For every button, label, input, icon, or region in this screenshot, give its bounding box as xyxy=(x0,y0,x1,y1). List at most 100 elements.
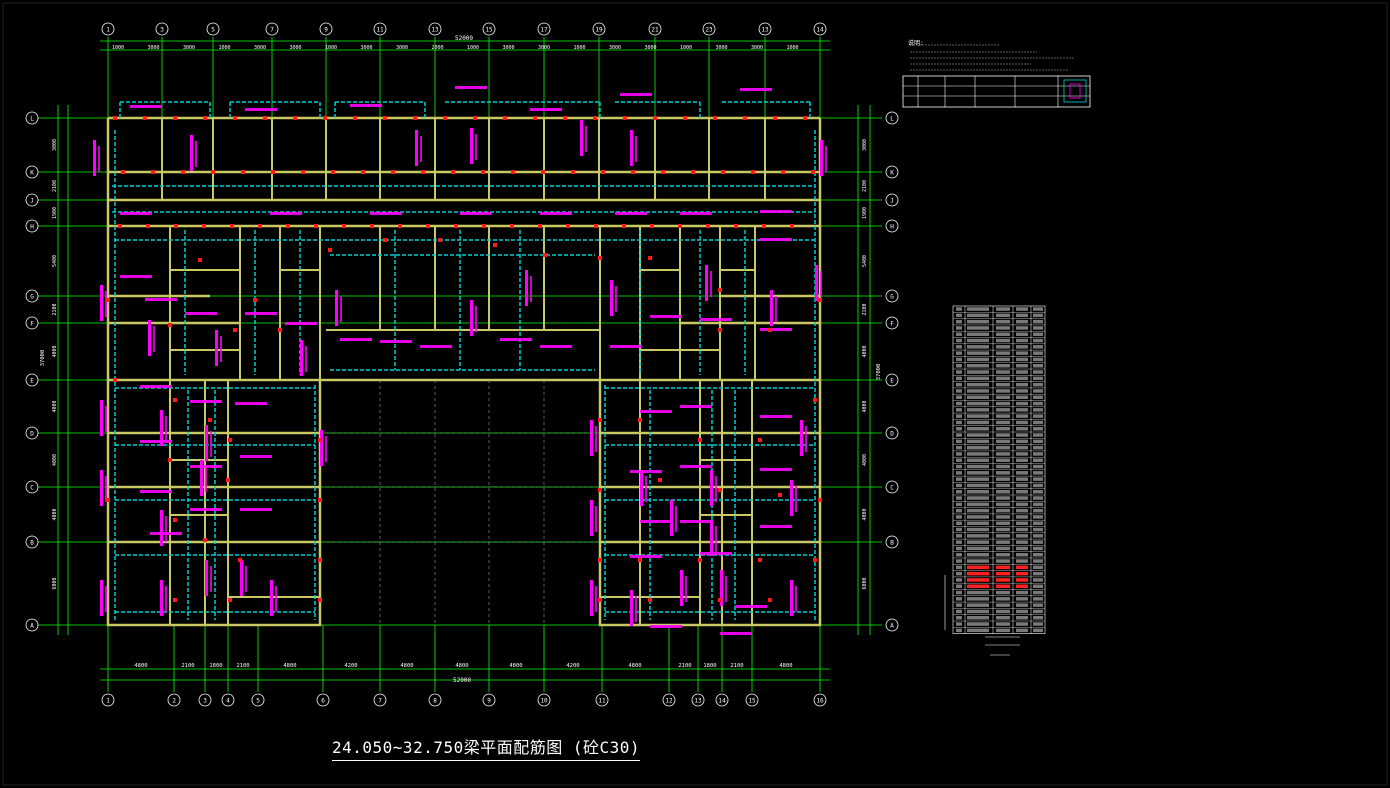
beam-label-vertical xyxy=(220,336,222,362)
floor-table-cell xyxy=(956,313,962,318)
floor-table-cell xyxy=(996,338,1010,343)
beam-label-vertical xyxy=(635,596,637,622)
floor-table-cell xyxy=(1016,578,1028,582)
beam-label-vertical xyxy=(245,566,247,592)
floor-table-cell xyxy=(996,345,1010,349)
rebar-mark xyxy=(241,170,245,174)
floor-table-cell xyxy=(967,590,989,595)
bottom-axis-label: 12 xyxy=(665,698,673,705)
floor-table-cell xyxy=(967,628,989,633)
rebar-mark xyxy=(718,328,722,332)
floor-table-cell xyxy=(996,401,1010,406)
floor-table-cell xyxy=(1033,458,1043,462)
beam-label-vertical xyxy=(160,580,163,616)
floor-table-cell xyxy=(967,603,989,607)
floor-table-cell xyxy=(967,597,989,601)
left-row-label: B xyxy=(30,540,34,547)
floor-table-cell xyxy=(1016,382,1028,387)
beam-label-vertical xyxy=(105,476,107,502)
floor-table-cell xyxy=(1016,584,1028,588)
beam-label-horizontal xyxy=(140,490,172,493)
beam-label-horizontal xyxy=(760,328,792,331)
rebar-mark xyxy=(768,328,772,332)
top-dim-value: 1000 xyxy=(218,45,230,51)
rebar-marks xyxy=(106,116,822,602)
floor-table-cell xyxy=(1033,609,1043,614)
right-row-bubble xyxy=(885,535,899,549)
beam-label-vertical xyxy=(710,520,713,556)
floor-table-cell xyxy=(967,452,989,456)
beam-label-horizontal xyxy=(270,212,302,215)
beam-label-horizontal xyxy=(630,470,662,473)
rebar-mark xyxy=(541,170,545,174)
beam-label-vertical xyxy=(820,271,822,297)
floor-table-cell xyxy=(956,395,962,399)
rebar-mark xyxy=(413,116,417,120)
floor-table-cell xyxy=(1016,571,1028,576)
rebar-mark xyxy=(203,116,207,120)
rebar-mark xyxy=(713,116,717,120)
floor-table-cell xyxy=(1016,439,1028,444)
top-axis-label: 5 xyxy=(211,27,215,34)
floor-table-cell xyxy=(996,534,1010,538)
beam-label-horizontal xyxy=(615,212,647,215)
rebar-mark xyxy=(778,493,782,497)
rebar-mark xyxy=(323,116,327,120)
floor-table-cell xyxy=(1033,584,1043,588)
floor-table-cell xyxy=(1033,471,1043,475)
beam-label-vertical xyxy=(590,580,593,616)
beam-label-vertical xyxy=(165,516,167,542)
floor-table-cell xyxy=(967,332,989,336)
floor-table-cell xyxy=(967,445,989,450)
floor-table-cell xyxy=(1016,458,1028,462)
right-row-bubble xyxy=(885,111,899,125)
beam-label-vertical xyxy=(590,500,593,536)
floor-table-cell xyxy=(1033,521,1043,525)
beam-label-vertical xyxy=(815,265,818,301)
rebar-mark xyxy=(790,224,794,228)
top-total-dimension: 52000 xyxy=(455,35,473,42)
floor-table-cell xyxy=(956,439,962,444)
bottom-axis-bubble xyxy=(167,693,181,707)
floor-table-cell xyxy=(996,616,1010,620)
beam-label-vertical xyxy=(205,560,208,596)
top-axis-bubble xyxy=(101,22,115,36)
rebar-mark xyxy=(594,224,598,228)
floor-table-cell xyxy=(956,332,962,336)
left-dim-value: 4000 xyxy=(52,508,58,520)
top-axis-label: 23 xyxy=(705,27,713,34)
floor-table-cell xyxy=(1033,445,1043,450)
bottom-dim-value: 2100 xyxy=(678,663,691,669)
beam-label-vertical xyxy=(790,580,793,616)
left-row-bubble xyxy=(25,373,39,387)
left-dim-value: 1900 xyxy=(52,207,58,219)
left-dim-value: 2100 xyxy=(52,303,58,315)
floor-table-cell xyxy=(967,319,989,324)
floor-table-cell xyxy=(967,389,989,393)
rebar-mark xyxy=(678,224,682,228)
floor-table-cell xyxy=(996,452,1010,456)
beam-label-vertical xyxy=(680,570,683,606)
rebar-mark xyxy=(118,224,122,228)
bottom-axis-bubble xyxy=(745,693,759,707)
beam-label-vertical xyxy=(585,126,587,152)
rebar-mark xyxy=(648,256,652,260)
floor-table-cell xyxy=(1033,515,1043,519)
rebar-mark xyxy=(181,170,185,174)
floor-table-cell xyxy=(956,364,962,368)
rebar-mark xyxy=(173,398,177,402)
floor-elevation-table xyxy=(944,305,1046,656)
floor-table-cell xyxy=(1016,452,1028,456)
rebar-mark xyxy=(286,224,290,228)
rebar-mark xyxy=(538,224,542,228)
floor-table-cell xyxy=(1033,307,1043,311)
floor-table-cell xyxy=(1033,559,1043,563)
rebar-mark xyxy=(173,518,177,522)
floor-table-cell xyxy=(967,313,989,318)
rebar-mark xyxy=(361,170,365,174)
top-axis-label: 7 xyxy=(270,27,274,34)
floor-table-cell xyxy=(967,420,989,425)
rebar-mark xyxy=(253,298,257,302)
floor-table-cell xyxy=(1016,603,1028,607)
floor-table-cell xyxy=(967,439,989,444)
